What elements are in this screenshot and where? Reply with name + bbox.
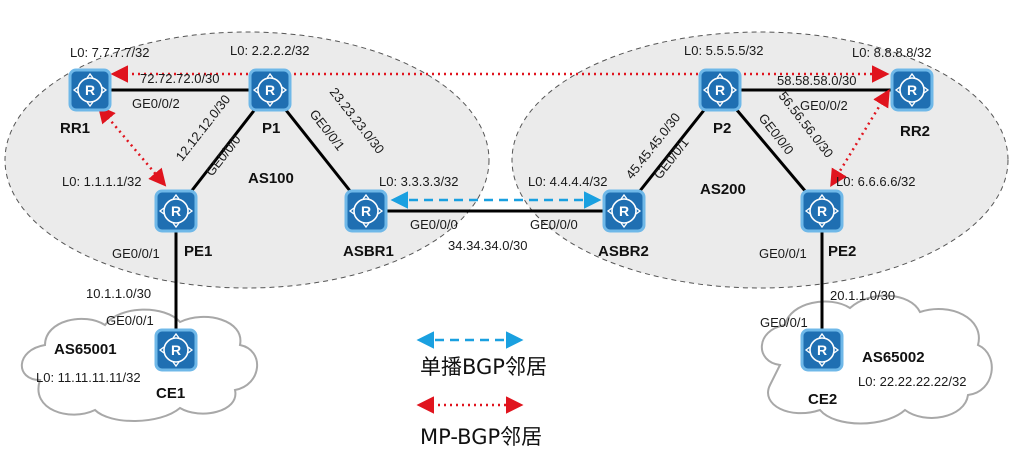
asbr-link-subnet: 34.34.34.0/30 [448,238,528,253]
asbr2-name: ASBR2 [598,243,649,260]
router-asbr1-icon[interactable] [344,189,388,233]
rr2-if-label: GE0/0/2 [800,98,848,113]
as65001-cloud [20,308,258,422]
asbr2-if-label: GE0/0/0 [530,217,578,232]
p1-name: P1 [262,120,280,137]
router-rr1-icon[interactable] [68,68,112,112]
p2-name: P2 [713,120,731,137]
ce2-loopback: L0: 22.22.22.22/32 [858,374,966,389]
as65001-label: AS65001 [54,341,117,358]
p2-rr2-subnet: 58.58.58.0/30 [777,73,857,88]
router-rr2-icon[interactable] [890,68,934,112]
as200-label: AS200 [700,181,746,198]
pe1-loopback: L0: 1.1.1.1/32 [62,174,142,189]
rr1-p1-subnet: 72.72.72.0/30 [140,71,220,86]
ce1-name: CE1 [156,385,185,402]
ce2-name: CE2 [808,391,837,408]
router-p1-icon[interactable] [248,68,292,112]
as65002-cloud [760,294,993,425]
asbr2-loopback: L0: 4.4.4.4/32 [528,174,608,189]
rr1-if-label: GE0/0/2 [132,96,180,111]
router-asbr2-icon[interactable] [602,189,646,233]
router-p2-icon[interactable] [698,68,742,112]
rr1-name: RR1 [60,120,90,137]
pe1-if-ge001: GE0/0/1 [112,246,160,261]
p2-loopback: L0: 5.5.5.5/32 [684,43,764,58]
legend-mpbgp-text: MP-BGP邻居 [420,425,542,449]
legend-unicast-text: 单播BGP邻居 [420,355,547,379]
legend: 单播BGP邻居 MP-BGP邻居 [416,331,547,449]
rr2-loopback: L0: 8.8.8.8/32 [852,45,932,60]
mpbgp-rr1-pe1 [97,105,167,187]
ce2-if-ge001: GE0/0/1 [760,315,808,330]
asbr1-if-label: GE0/0/0 [410,217,458,232]
ce1-if-ge001: GE0/0/1 [106,313,154,328]
router-pe2-icon[interactable] [800,189,844,233]
ce1-loopback: L0: 11.11.11.11/32 [36,370,141,385]
pe2-if-ge001: GE0/0/1 [759,246,807,261]
pe2-name: PE2 [828,243,856,260]
as100-label: AS100 [248,170,294,187]
as65002-label: AS65002 [862,349,925,366]
rr1-loopback: L0: 7.7.7.7/32 [70,45,150,60]
router-ce1-icon[interactable] [154,328,198,372]
pe2-ce2-subnet: 20.1.1.0/30 [830,288,895,303]
rr2-name: RR2 [900,123,930,140]
p1-loopback: L0: 2.2.2.2/32 [230,43,310,58]
asbr1-loopback: L0: 3.3.3.3/32 [379,174,459,189]
pe1-ce1-subnet: 10.1.1.0/30 [86,286,151,301]
router-pe1-icon[interactable] [154,189,198,233]
router-ce2-icon[interactable] [800,328,844,372]
pe1-name: PE1 [184,243,212,260]
asbr1-name: ASBR1 [343,243,394,260]
pe2-loopback: L0: 6.6.6.6/32 [836,174,916,189]
